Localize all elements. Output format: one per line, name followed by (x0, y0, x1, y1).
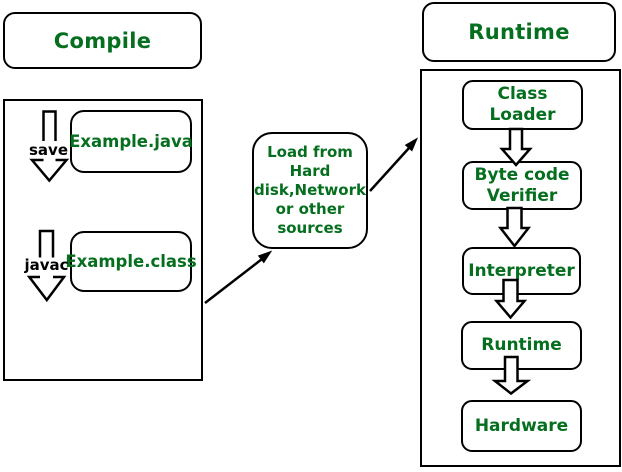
example-java-label: Example.java (69, 132, 193, 151)
interpreter-box: Interpreter (462, 247, 581, 295)
byte-code-verifier-box: Byte code Verifier (462, 161, 582, 210)
load-sources-label: Load from Hard disk,Network or other sou… (254, 143, 366, 237)
byte-code-verifier-label: Byte code Verifier (474, 164, 570, 206)
compile-title-box: Compile (3, 12, 202, 69)
compile-title: Compile (53, 28, 152, 53)
javac-label: javac (24, 256, 69, 274)
runtime-step-box: Runtime (461, 321, 582, 370)
example-java-box: Example.java (69, 110, 193, 173)
load-to-runtime-arrow (369, 137, 419, 192)
runtime-title-box: Runtime (422, 2, 616, 62)
hardware-label: Hardware (474, 415, 569, 436)
interpreter-label: Interpreter (468, 260, 575, 281)
class-loader-label: Class Loader (489, 84, 556, 125)
compile-to-load-arrow (204, 250, 273, 304)
runtime-step-label: Runtime (481, 335, 562, 355)
runtime-title: Runtime (468, 20, 570, 44)
example-class-box: Example.class (65, 231, 197, 292)
save-label: save (28, 141, 68, 159)
example-class-label: Example.class (65, 252, 197, 271)
load-sources-box: Load from Hard disk,Network or other sou… (252, 132, 368, 249)
class-loader-box: Class Loader (462, 80, 583, 130)
hardware-box: Hardware (461, 400, 582, 452)
